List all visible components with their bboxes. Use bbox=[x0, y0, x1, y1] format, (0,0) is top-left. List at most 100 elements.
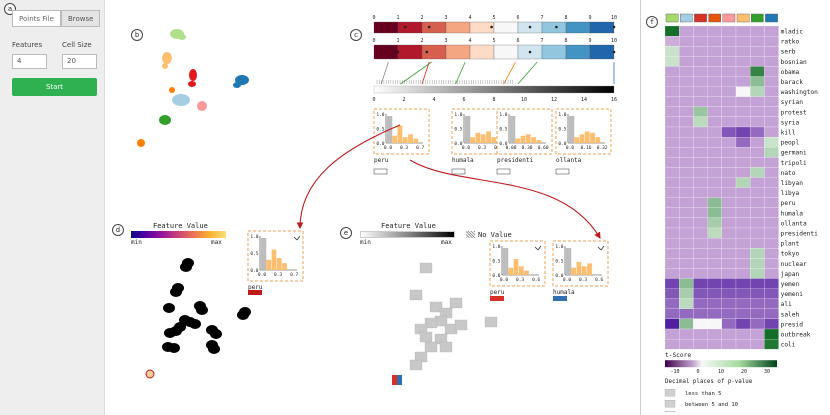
heatmap-cell bbox=[679, 258, 694, 269]
heatmap-cell bbox=[721, 217, 737, 229]
points-file-input[interactable]: Points File bbox=[12, 10, 61, 27]
cluster-orange-dot[interactable] bbox=[137, 139, 145, 147]
heatmap-cell bbox=[735, 96, 751, 107]
scale-tick-label-2: 2 bbox=[420, 38, 423, 44]
heatmap-cell bbox=[721, 157, 737, 168]
heatmap-cell bbox=[735, 25, 751, 37]
heatmap-row-label: obama bbox=[781, 69, 800, 76]
hist-swatch bbox=[451, 168, 466, 175]
heatmap-cell bbox=[679, 328, 694, 340]
tscore-tick-label: 30 bbox=[764, 369, 770, 375]
histogram-bar bbox=[595, 137, 601, 143]
heatmap-cell bbox=[693, 66, 708, 77]
heatmap-cell bbox=[707, 227, 722, 239]
heatmap-cell bbox=[721, 207, 737, 219]
heatmap-cell bbox=[735, 238, 751, 249]
heatmap-cell bbox=[735, 147, 751, 158]
heatmap-cell bbox=[750, 167, 765, 178]
panel-separator bbox=[640, 0, 641, 415]
heatmap-cell bbox=[735, 177, 751, 188]
cluster-green-light[interactable] bbox=[170, 29, 186, 40]
axis-tick-label: 0 bbox=[372, 97, 375, 103]
heatmap-cell bbox=[735, 106, 751, 118]
heatmap-cell bbox=[750, 36, 765, 47]
heatmap-cell bbox=[707, 217, 722, 229]
tscore-heatmap-f[interactable]: mladicratkoserbbosnianobamabarackwashing… bbox=[660, 12, 830, 412]
heatmap-row-label: mladic bbox=[781, 29, 804, 36]
heatmap-cell bbox=[764, 268, 779, 279]
heatmap-cell bbox=[693, 126, 708, 138]
scale-tick-label-2: 4 bbox=[468, 38, 471, 44]
heatmap-cell bbox=[664, 217, 680, 229]
features-input[interactable]: 4 bbox=[12, 54, 47, 69]
heatmap-cell bbox=[750, 56, 765, 67]
cluster-orange[interactable] bbox=[169, 87, 175, 93]
cluster-header-swatch bbox=[694, 13, 707, 23]
scale-top-cell bbox=[373, 21, 399, 34]
heatmap-cell bbox=[707, 25, 722, 37]
heatmap-cell bbox=[693, 328, 708, 340]
tscore-legend-title: t-Score bbox=[665, 352, 691, 359]
cluster-header-swatch bbox=[736, 13, 750, 23]
hist-swatch bbox=[373, 168, 388, 175]
heatmap-cell bbox=[735, 76, 751, 87]
cluster-orange-light[interactable] bbox=[162, 52, 172, 69]
heatmap-cell bbox=[764, 197, 779, 208]
heatmap-cell bbox=[693, 157, 708, 168]
heatmap-cell bbox=[707, 56, 722, 67]
heatmap-cell bbox=[750, 86, 765, 97]
heatmap-row-label: ollanta bbox=[781, 220, 807, 227]
heatmap-cell bbox=[735, 258, 751, 269]
feature-cell bbox=[208, 344, 220, 354]
histogram-bar bbox=[491, 137, 497, 143]
pvalue-swatch bbox=[664, 411, 676, 412]
browse-button[interactable]: Browse bbox=[60, 10, 101, 27]
feature-cell bbox=[210, 329, 222, 339]
histogram-bar bbox=[525, 134, 531, 143]
cell-size-input[interactable]: 20 bbox=[62, 54, 97, 69]
start-button[interactable]: Start bbox=[12, 78, 97, 96]
parallel-link bbox=[503, 61, 516, 85]
heatmap-cell bbox=[664, 36, 680, 47]
heatmap-cell bbox=[679, 157, 694, 168]
cluster-pink[interactable] bbox=[197, 101, 207, 111]
heatmap-cell bbox=[735, 207, 751, 219]
legend-title-e: Feature Value bbox=[381, 222, 436, 230]
heatmap-cell bbox=[735, 126, 751, 138]
feature-map-e[interactable] bbox=[380, 250, 515, 390]
heatmap-cell bbox=[664, 157, 680, 168]
feature-cell bbox=[168, 343, 180, 353]
heatmap-row-label: nato bbox=[781, 170, 796, 177]
scale-mid-cell bbox=[397, 44, 423, 60]
heatmap-cell bbox=[664, 298, 680, 309]
cluster-header-swatch bbox=[750, 13, 764, 23]
heatmap-cell bbox=[721, 339, 737, 350]
no-value-cell bbox=[419, 331, 433, 343]
histogram-bar bbox=[408, 134, 413, 143]
cluster-green[interactable] bbox=[159, 115, 171, 125]
scale-mid-cell bbox=[373, 44, 399, 60]
heatmap-cell bbox=[721, 56, 737, 67]
heatmap-cell bbox=[750, 217, 765, 229]
heatmap-cell bbox=[750, 187, 765, 198]
feature-map-d[interactable] bbox=[140, 250, 280, 385]
cluster-blue-light[interactable] bbox=[172, 94, 190, 106]
heatmap-cell bbox=[750, 207, 765, 219]
histogram-bar bbox=[536, 140, 542, 143]
heatmap-cell bbox=[750, 288, 765, 299]
heatmap-row-label: protest bbox=[781, 109, 807, 116]
heatmap-cell bbox=[750, 157, 765, 168]
heatmap-cell bbox=[679, 116, 694, 128]
cluster-red[interactable] bbox=[188, 69, 197, 87]
cluster-blue[interactable] bbox=[233, 75, 249, 88]
histogram-bar bbox=[475, 132, 481, 143]
heatmap-cell bbox=[721, 116, 737, 128]
scale-dot bbox=[555, 25, 558, 29]
cluster-scatter-b[interactable] bbox=[125, 20, 265, 155]
heatmap-cell bbox=[664, 147, 680, 158]
heatmap-cell bbox=[750, 66, 765, 77]
y-tick-label: 1.0 bbox=[499, 112, 507, 118]
heatmap-cell bbox=[750, 318, 765, 330]
